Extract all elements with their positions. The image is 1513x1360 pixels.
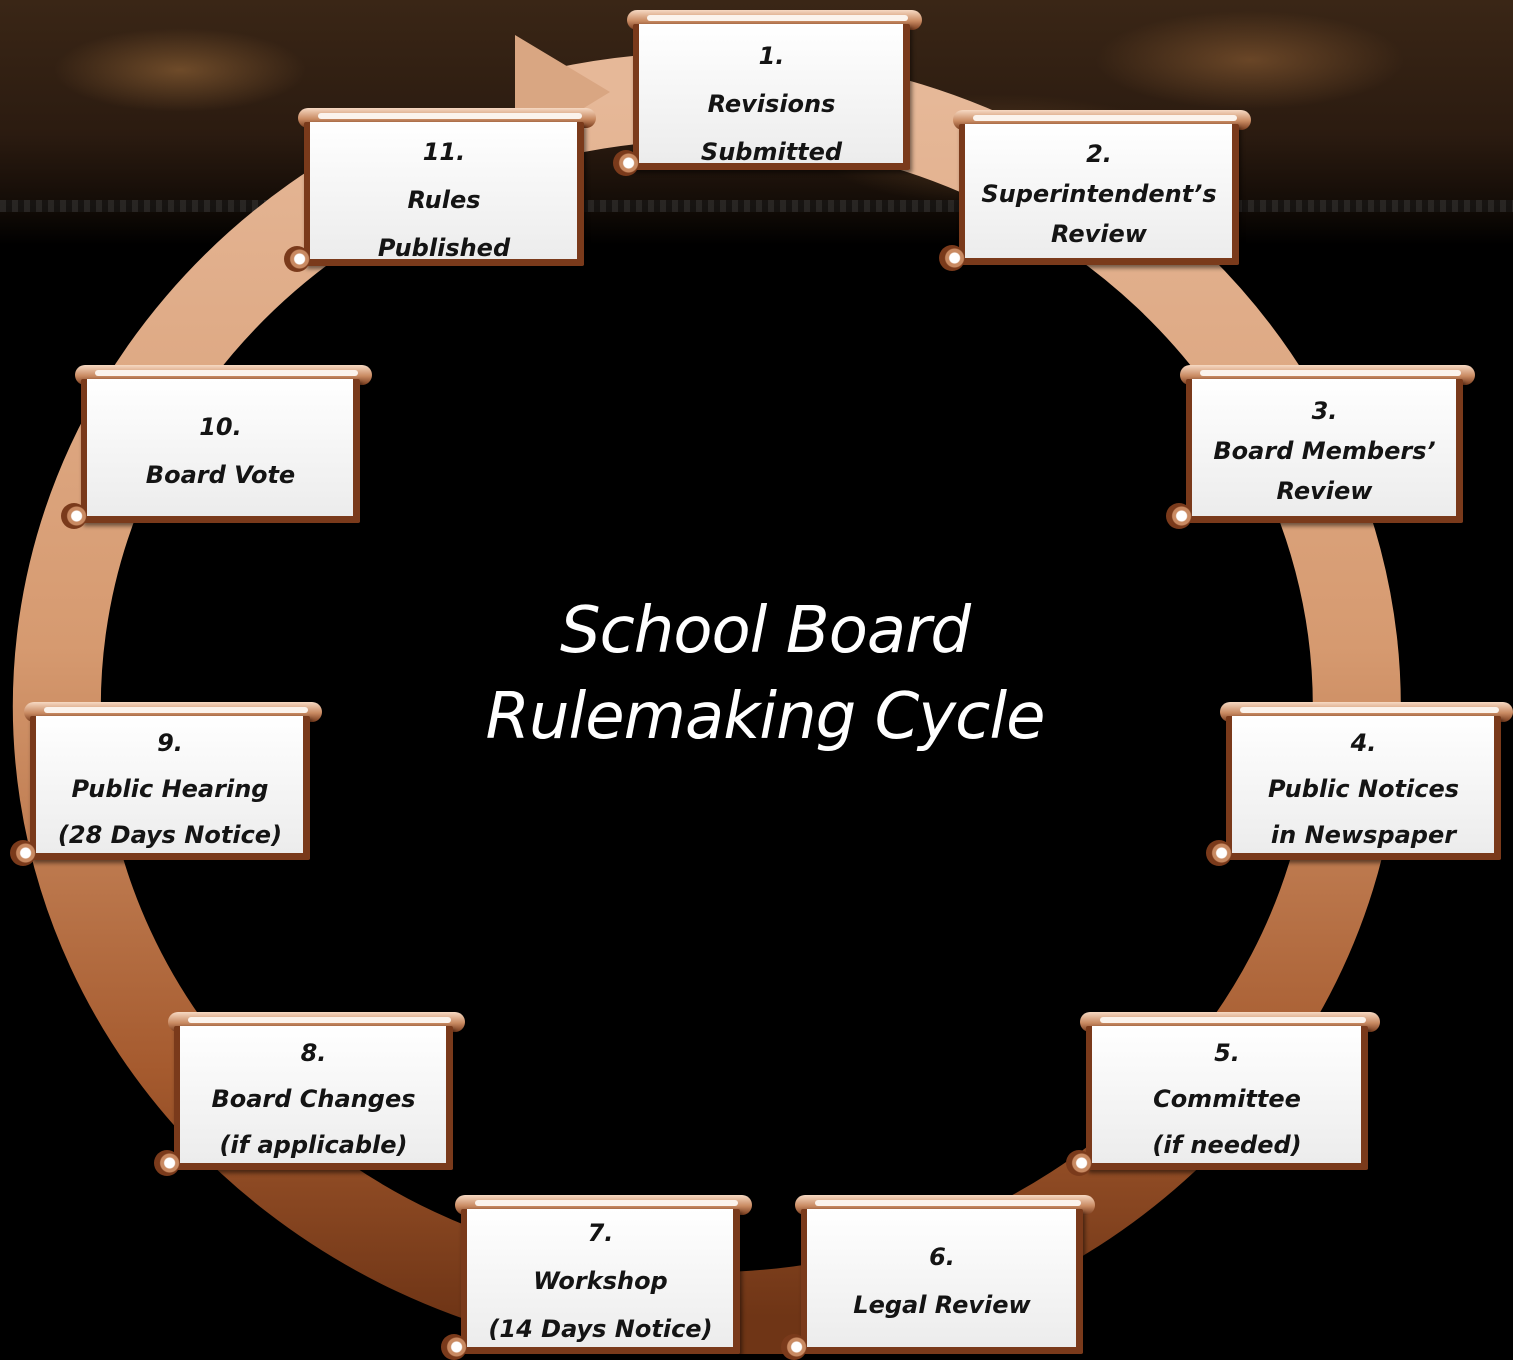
- step-number: 9.: [157, 729, 183, 757]
- scroll-curl: [613, 150, 639, 176]
- step-label-line-1: Revisions: [707, 90, 836, 118]
- scroll-paper: [304, 122, 584, 266]
- scroll-curl: [10, 840, 36, 866]
- step-label-line-1: Workshop: [533, 1267, 668, 1295]
- step-number: 10.: [199, 413, 242, 441]
- step-label-line-2: Published: [377, 234, 511, 262]
- scroll-curl: [61, 503, 87, 529]
- step-10-text: 10. Board Vote: [91, 403, 350, 499]
- scroll-paper: [633, 24, 910, 170]
- scroll-curl: [939, 245, 965, 271]
- step-number: 3.: [1311, 397, 1338, 425]
- step-4-scroll: 4. Public Notices in Newspaper: [1206, 702, 1513, 866]
- step-11-text: 11. Rules Published: [314, 128, 574, 272]
- step-label-line-2: in Newspaper: [1270, 821, 1457, 849]
- step-number: 11.: [422, 138, 466, 166]
- scroll-curl: [781, 1334, 807, 1360]
- step-7-scroll: 7. Workshop (14 Days Notice): [441, 1195, 752, 1360]
- scroll-curl: [154, 1150, 180, 1176]
- step-number: 8.: [300, 1039, 327, 1067]
- scroll-paper: [461, 1209, 740, 1354]
- step-label-line-1: Superintendent’s: [981, 180, 1217, 208]
- step-2-text: 2. Superintendent’s Review: [969, 134, 1229, 254]
- scroll-paper: [1226, 716, 1501, 860]
- step-label-line-2: Review: [1051, 220, 1147, 248]
- step-1-scroll: 1. Revisions Submitted: [613, 10, 922, 176]
- scroll-curl: [284, 246, 310, 272]
- step-6-scroll: 6. Legal Review: [781, 1195, 1095, 1360]
- step-number: 7.: [587, 1219, 614, 1247]
- step-number: 1.: [758, 42, 785, 70]
- step-10-scroll: 10. Board Vote: [61, 365, 372, 529]
- step-label-line-1: Public Hearing: [71, 775, 269, 803]
- step-label-line-2: (28 Days Notice): [57, 821, 283, 849]
- step-7-text: 7. Workshop (14 Days Notice): [471, 1209, 730, 1353]
- scroll-paper: [174, 1026, 453, 1170]
- step-5-scroll: 5. Committee (if needed): [1066, 1012, 1380, 1176]
- step-number: 2.: [1086, 140, 1112, 168]
- scroll-curl: [1206, 840, 1232, 866]
- step-6-text: 6. Legal Review: [811, 1233, 1073, 1329]
- scroll-curl: [1166, 503, 1192, 529]
- step-label-line-1: Board Changes: [211, 1085, 416, 1113]
- scroll-paper: [1186, 379, 1463, 523]
- step-label-line-2: Submitted: [700, 138, 843, 166]
- step-11-scroll: 11. Rules Published: [284, 108, 596, 272]
- step-label-line-1: Legal Review: [853, 1291, 1031, 1319]
- scroll-paper: [30, 716, 310, 860]
- scroll-curl: [441, 1334, 467, 1360]
- step-label-line-1: Board Members’: [1213, 437, 1436, 465]
- diagram-title: School Board Rulemaking Cycle: [380, 588, 1150, 760]
- step-2-scroll: 2. Superintendent’s Review: [939, 110, 1251, 271]
- step-label-line-2: (if applicable): [219, 1131, 408, 1159]
- step-9-text: 9. Public Hearing (28 Days Notice): [40, 720, 300, 858]
- step-label-line-1: Board Vote: [145, 461, 296, 489]
- step-4-text: 4. Public Notices in Newspaper: [1236, 720, 1491, 858]
- scroll-paper: [801, 1209, 1083, 1354]
- step-label-line-2: Review: [1276, 477, 1373, 505]
- step-1-text: 1. Revisions Submitted: [643, 32, 900, 176]
- step-9-scroll: 9. Public Hearing (28 Days Notice): [10, 702, 322, 866]
- step-8-text: 8. Board Changes (if applicable): [184, 1030, 443, 1168]
- step-number: 6.: [929, 1243, 955, 1271]
- step-number: 4.: [1350, 729, 1377, 757]
- step-label-line-2: (if needed): [1152, 1131, 1302, 1159]
- step-5-text: 5. Committee (if needed): [1096, 1030, 1358, 1168]
- step-label-line-2: (14 Days Notice): [488, 1315, 713, 1343]
- scroll-curl: [1066, 1150, 1092, 1176]
- title-line-2: Rulemaking Cycle: [485, 680, 1045, 754]
- step-3-scroll: 3. Board Members’ Review: [1166, 365, 1475, 529]
- step-label-line-1: Public Notices: [1267, 775, 1460, 803]
- step-label-line-1: Rules: [407, 186, 481, 214]
- scroll-paper: [959, 124, 1239, 265]
- scroll-paper: [1086, 1026, 1368, 1170]
- scroll-paper: [81, 379, 360, 523]
- step-number: 5.: [1214, 1039, 1240, 1067]
- title-line-1: School Board: [559, 594, 971, 668]
- step-3-text: 3. Board Members’ Review: [1196, 391, 1453, 511]
- step-8-scroll: 8. Board Changes (if applicable): [154, 1012, 465, 1176]
- step-label-line-1: Committee: [1153, 1085, 1301, 1113]
